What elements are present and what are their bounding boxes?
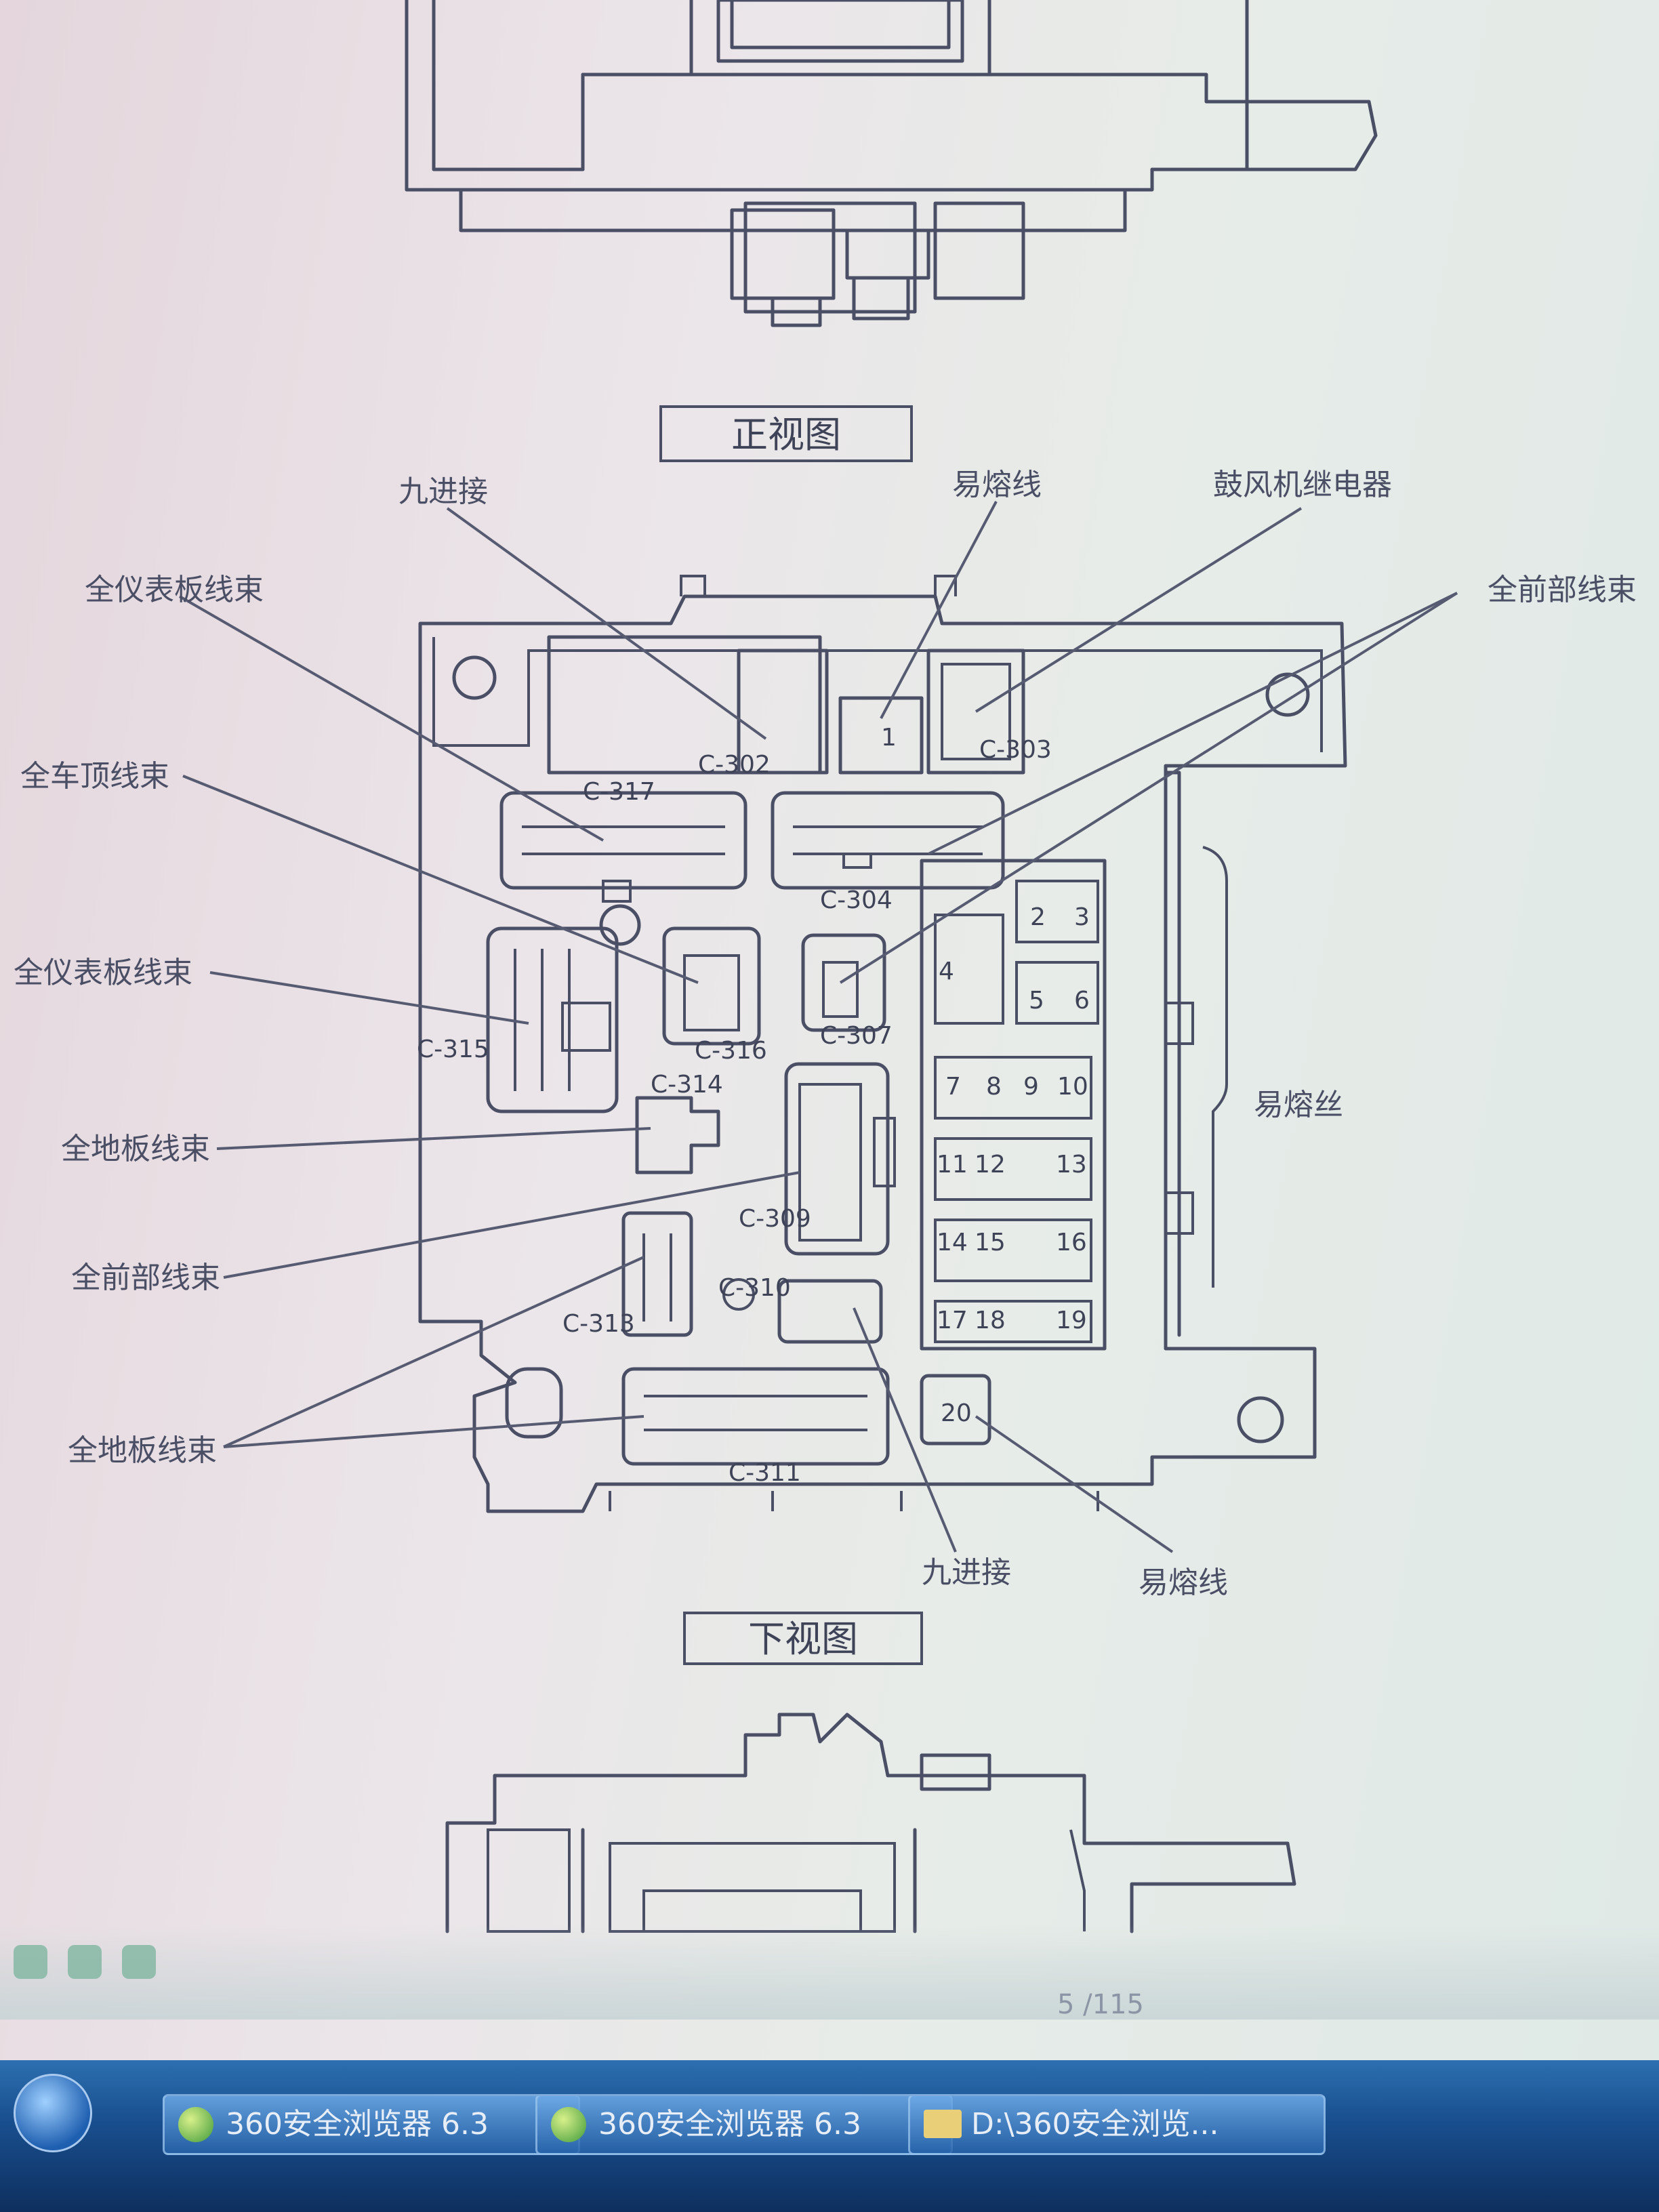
fuse-3: 3	[1074, 903, 1090, 931]
fuse-8: 8	[986, 1073, 1002, 1101]
fuse-9: 9	[1023, 1073, 1039, 1101]
code-c316: C-316	[695, 1037, 767, 1065]
bottom-view-drawing	[445, 1713, 1296, 1933]
connector-c313	[621, 1211, 693, 1337]
connector-c309	[784, 1062, 890, 1256]
taskbar-item-browser-2[interactable]: 360安全浏览器 6.3	[535, 2094, 953, 2155]
front-view-label: 正视图	[731, 413, 841, 456]
c302-housing	[547, 635, 822, 775]
callout-labels: 九进接 易熔线 鼓风机继电器 全前部线束 全仪表板线束 全车顶线束 全仪表板线束…	[14, 468, 1637, 1600]
fuse-20: 20	[941, 1399, 972, 1427]
browser-icon	[551, 2107, 586, 2142]
callout-left-6: 全地板线束	[68, 1433, 217, 1468]
rotate-icon[interactable]	[68, 1945, 102, 1979]
fuse-18: 18	[975, 1307, 1006, 1334]
connector-c314	[635, 1096, 720, 1174]
front-view-label-box	[659, 405, 913, 462]
callout-bottom-right: 易熔线	[1139, 1565, 1228, 1600]
connector-c307	[801, 933, 886, 1032]
leader-lines	[179, 501, 1458, 1553]
callout-left-4: 全地板线束	[61, 1132, 210, 1166]
zoom-icon[interactable]	[14, 1945, 47, 1979]
page-indicator: 5 /115	[1057, 1989, 1144, 2020]
mount-hole-top-right	[1265, 672, 1310, 717]
code-c311: C-311	[729, 1459, 801, 1487]
mount-hole-top-left	[452, 655, 497, 700]
folder-icon	[924, 2110, 962, 2138]
connector-c317	[499, 791, 747, 890]
fuse-6: 6	[1074, 987, 1090, 1015]
viewer-toolbar	[0, 1925, 1659, 2020]
connector-c316	[662, 926, 761, 1046]
fuse-15: 15	[975, 1229, 1006, 1256]
fusible-link-20	[920, 1374, 991, 1446]
callout-left-1: 全仪表板线束	[85, 573, 264, 607]
fuse-box-front-view: C-302 C-303 C-317 C-304 C-307 C-315 C-31…	[417, 575, 1347, 1513]
callout-right-top: 全前部线束	[1488, 573, 1637, 607]
mount-hole-bottom-right	[1237, 1396, 1284, 1443]
fuse-1: 1	[881, 724, 897, 752]
fuse-5: 5	[1029, 987, 1044, 1015]
callout-left-5: 全前部线束	[71, 1261, 220, 1295]
code-c317: C-317	[583, 778, 655, 806]
taskbar-item-label: D:\360安全浏览...	[971, 2107, 1219, 2142]
start-button[interactable]	[14, 2074, 92, 2152]
fuse-14: 14	[937, 1229, 968, 1256]
callout-top-right: 鼓风机继电器	[1213, 468, 1392, 502]
taskbar-item-label: 360安全浏览器 6.3	[226, 2107, 489, 2142]
fuse-17: 17	[937, 1307, 968, 1334]
connector-c315	[486, 926, 619, 1113]
fusible-link-1	[838, 696, 924, 775]
connector-c304	[771, 791, 1005, 890]
taskbar-item-label: 360安全浏览器 6.3	[598, 2107, 861, 2142]
fuse-block	[920, 859, 1107, 1351]
callout-top-mid: 易熔线	[952, 468, 1042, 502]
fuse-13: 13	[1056, 1151, 1087, 1179]
fuse-7: 7	[945, 1073, 961, 1101]
fuse-2: 2	[1030, 903, 1046, 931]
code-c315: C-315	[417, 1036, 489, 1063]
browser-icon	[178, 2107, 213, 2142]
code-c307: C-307	[820, 1022, 893, 1050]
code-c303: C-303	[979, 736, 1052, 764]
fuse-10: 10	[1057, 1073, 1088, 1101]
callout-left-3: 全仪表板线束	[14, 956, 192, 990]
fuse-4: 4	[939, 958, 954, 985]
taskbar-item-browser-1[interactable]: 360安全浏览器 6.3	[163, 2094, 580, 2155]
mount-slot-left	[505, 1367, 563, 1439]
code-c304: C-304	[820, 886, 893, 914]
code-c309: C-309	[739, 1205, 811, 1233]
code-c313: C-313	[562, 1310, 635, 1338]
callout-left-2: 全车顶线束	[20, 759, 169, 794]
callout-right-mid: 易熔丝	[1254, 1088, 1343, 1122]
fit-icon[interactable]	[122, 1945, 156, 1979]
relay-c302	[737, 649, 829, 775]
relay-c303	[926, 649, 1025, 775]
fuse-12: 12	[975, 1151, 1006, 1179]
fuse-19: 19	[1056, 1307, 1087, 1334]
fuse-11: 11	[937, 1151, 968, 1179]
connector-c311	[621, 1367, 890, 1466]
callout-bottom-left: 九进接	[922, 1555, 1011, 1590]
taskbar-item-folder[interactable]: D:\360安全浏览...	[908, 2094, 1326, 2155]
callout-top-left: 九进接	[398, 474, 488, 509]
fuse-16: 16	[1056, 1229, 1087, 1256]
top-view-drawing	[405, 0, 1378, 327]
code-c314: C-314	[651, 1071, 723, 1099]
bottom-view-label: 下视图	[748, 1618, 858, 1660]
code-c302: C-302	[698, 751, 771, 779]
code-c310: C-310	[718, 1274, 791, 1302]
bottom-view-label-box	[683, 1612, 923, 1665]
connector-c310	[777, 1279, 883, 1344]
